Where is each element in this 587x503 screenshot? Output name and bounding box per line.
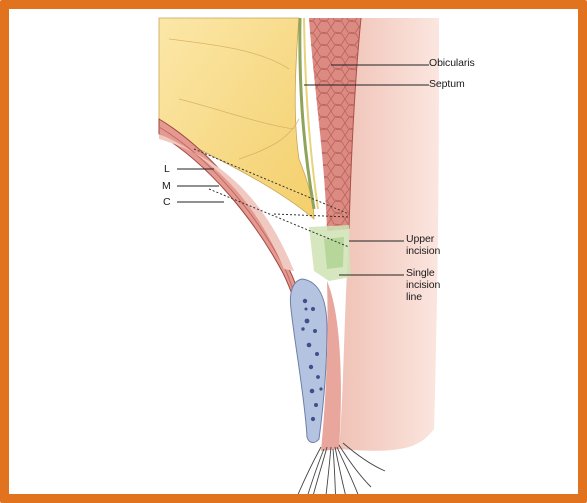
label-septum: Septum bbox=[429, 78, 465, 90]
label-m: M bbox=[162, 180, 171, 192]
label-c: C bbox=[163, 196, 170, 208]
label-obicularis: Obicularis bbox=[429, 57, 475, 69]
eyelashes bbox=[294, 443, 385, 503]
tarsal-plate bbox=[290, 279, 327, 443]
eyelid-cross-section-diagram bbox=[9, 9, 587, 503]
label-single-incision-line: Single incision line bbox=[406, 267, 440, 303]
label-l: L bbox=[164, 163, 170, 175]
label-upper-incision: Upper incision bbox=[406, 233, 440, 257]
